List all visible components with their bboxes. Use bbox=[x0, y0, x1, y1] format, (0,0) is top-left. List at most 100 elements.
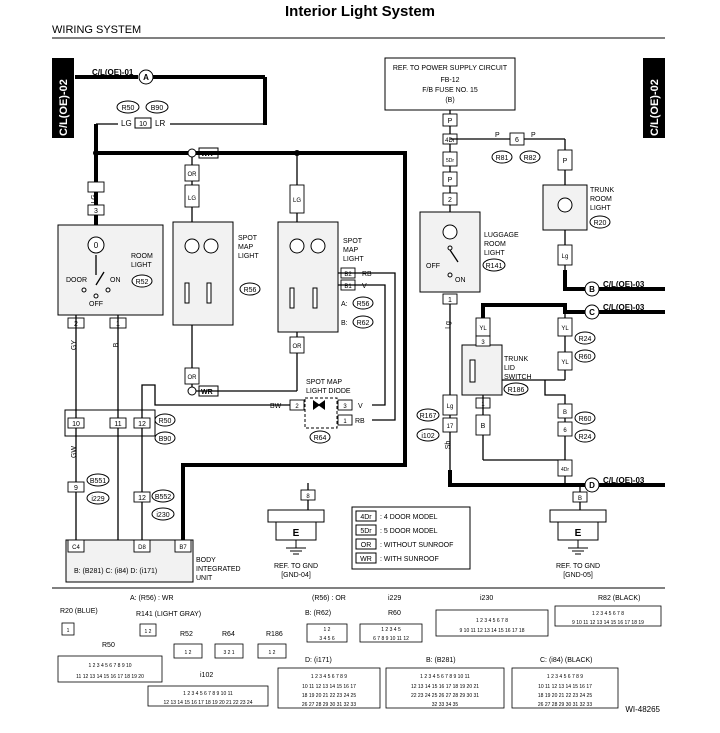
svg-text:9: 9 bbox=[74, 485, 78, 492]
svg-text:P: P bbox=[495, 132, 500, 139]
svg-text:Lg: Lg bbox=[445, 321, 452, 329]
svg-text:[GND-04]: [GND-04] bbox=[281, 572, 311, 579]
svg-text:Lg: Lg bbox=[447, 404, 454, 410]
svg-text:1 2: 1 2 bbox=[269, 650, 276, 656]
svg-text:YL: YL bbox=[561, 326, 569, 332]
svg-text:C/L(OE)-03: C/L(OE)-03 bbox=[603, 303, 645, 312]
svg-text:10 11 12 13 14 15 16 17: 10 11 12 13 14 15 16 17 bbox=[302, 684, 356, 690]
svg-text:i102: i102 bbox=[200, 672, 213, 679]
svg-text:R50: R50 bbox=[159, 418, 172, 425]
svg-text:R50: R50 bbox=[122, 105, 135, 112]
svg-text:LIGHT: LIGHT bbox=[590, 205, 611, 212]
svg-text:B1: B1 bbox=[344, 284, 352, 290]
svg-text:32 33 34 35: 32 33 34 35 bbox=[432, 702, 459, 708]
svg-text:R82: R82 bbox=[524, 155, 537, 162]
svg-text:4Dr: 4Dr bbox=[445, 138, 455, 144]
svg-text:3: 3 bbox=[94, 208, 98, 215]
svg-text:9 10 11 12 13 14 15 16 17 18 1: 9 10 11 12 13 14 15 16 17 18 19 bbox=[572, 620, 644, 626]
page-title: Interior Light System bbox=[285, 3, 435, 20]
svg-text:1 2: 1 2 bbox=[185, 650, 192, 656]
svg-text:WR: WR bbox=[201, 389, 213, 396]
svg-text:1: 1 bbox=[67, 628, 70, 634]
svg-text:12: 12 bbox=[138, 421, 146, 428]
ground-gnd-04: E REF. TO GND [GND-04] bbox=[267, 509, 325, 579]
svg-text:3 2 1: 3 2 1 bbox=[223, 650, 234, 656]
svg-text:B7: B7 bbox=[179, 545, 187, 551]
svg-text:B: (R62): B: (R62) bbox=[305, 610, 331, 617]
svg-text:OR: OR bbox=[188, 375, 198, 381]
svg-text:C4: C4 bbox=[72, 545, 80, 551]
svg-text:SPOT MAP: SPOT MAP bbox=[306, 379, 342, 386]
svg-text:B: (B281) C: (i84) D: (i171): B: (B281) C: (i84) D: (i171) bbox=[74, 568, 157, 575]
spot-map-light-1: SPOT MAP LIGHT R56 bbox=[172, 221, 261, 326]
svg-text:P: P bbox=[448, 118, 453, 125]
svg-text:RB: RB bbox=[362, 271, 372, 278]
svg-text:6 7 8 9 10 11 12: 6 7 8 9 10 11 12 bbox=[373, 636, 409, 642]
svg-text:ROOM: ROOM bbox=[484, 241, 506, 248]
svg-text:B: B bbox=[481, 423, 486, 430]
left-tab: C/L(OE)-02 bbox=[52, 58, 74, 138]
svg-text:12: 12 bbox=[138, 495, 146, 502]
svg-text:ROOM: ROOM bbox=[131, 253, 153, 260]
svg-text:R24: R24 bbox=[579, 434, 592, 441]
svg-text:R186: R186 bbox=[508, 387, 525, 394]
svg-text:18 19 20 21 22 23 24 25: 18 19 20 21 22 23 24 25 bbox=[538, 693, 592, 699]
svg-text:A: A bbox=[143, 73, 149, 82]
svg-text:10: 10 bbox=[139, 121, 147, 128]
svg-text:LIGHT: LIGHT bbox=[484, 250, 505, 257]
svg-text:GW: GW bbox=[71, 446, 78, 458]
svg-text:C/L(OE)-03: C/L(OE)-03 bbox=[603, 280, 645, 289]
svg-text:C: (i84) (BLACK): C: (i84) (BLACK) bbox=[540, 657, 593, 664]
svg-text:6: 6 bbox=[515, 137, 519, 144]
svg-text:WR: WR bbox=[360, 556, 372, 563]
svg-text:B90: B90 bbox=[159, 436, 172, 443]
svg-text:12 13 14 15 16 17 18 19 20 21: 12 13 14 15 16 17 18 19 20 21 22 23 24 bbox=[164, 700, 253, 706]
svg-text:A:: A: bbox=[341, 301, 348, 308]
svg-text:SPOT: SPOT bbox=[343, 238, 363, 245]
svg-text:TRUNK: TRUNK bbox=[504, 356, 528, 363]
connector-cl-oe-03-c: C C/L(OE)-03 bbox=[584, 303, 665, 320]
svg-text:MAP: MAP bbox=[238, 244, 254, 251]
svg-text:B: (B281): B: (B281) bbox=[426, 657, 456, 664]
svg-text:SWITCH: SWITCH bbox=[504, 374, 532, 381]
svg-text:R60: R60 bbox=[579, 416, 592, 423]
svg-text:R186: R186 bbox=[266, 631, 283, 638]
svg-text:D: D bbox=[589, 481, 595, 490]
svg-text:: WITHOUT SUNROOF: : WITHOUT SUNROOF bbox=[380, 542, 453, 549]
svg-text:B2: B2 bbox=[344, 272, 352, 278]
svg-text:B: B bbox=[578, 496, 582, 502]
svg-text:i229: i229 bbox=[388, 595, 401, 602]
svg-text:1 2 3 4 5: 1 2 3 4 5 bbox=[381, 627, 401, 633]
svg-text:R50: R50 bbox=[102, 642, 115, 649]
svg-text:R52: R52 bbox=[136, 279, 149, 286]
svg-text:i102: i102 bbox=[421, 433, 434, 440]
svg-text:LIGHT: LIGHT bbox=[131, 262, 152, 269]
svg-text:1 2 3 4 5 6 7 8 9 10 11: 1 2 3 4 5 6 7 8 9 10 11 bbox=[183, 691, 233, 697]
r50-b90-connector: R50 B90 LG 10 LR bbox=[116, 100, 169, 129]
svg-text:REF. TO GND: REF. TO GND bbox=[274, 563, 318, 570]
svg-text:P: P bbox=[563, 158, 568, 165]
svg-text:D: (i171): D: (i171) bbox=[305, 657, 332, 664]
svg-text:R141: R141 bbox=[486, 263, 503, 270]
svg-text:DOOR: DOOR bbox=[66, 277, 87, 284]
svg-text:2: 2 bbox=[295, 404, 299, 410]
svg-text:P: P bbox=[531, 132, 536, 139]
connector-cl-oe-03-d: D C/L(OE)-03 bbox=[584, 476, 665, 493]
svg-text:R20 (BLUE): R20 (BLUE) bbox=[60, 608, 98, 615]
svg-text:12 13 14 15 16 17 18 19 20 21: 12 13 14 15 16 17 18 19 20 21 bbox=[411, 684, 479, 690]
svg-text:LG: LG bbox=[188, 196, 196, 202]
svg-text:REF. TO POWER SUPPLY CIRCUIT: REF. TO POWER SUPPLY CIRCUIT bbox=[393, 65, 508, 72]
svg-text:UNIT: UNIT bbox=[196, 575, 213, 582]
svg-text:4Dr: 4Dr bbox=[360, 514, 372, 521]
svg-text:REF. TO GND: REF. TO GND bbox=[556, 563, 600, 570]
spot-map-light-2: SPOT MAP LIGHT A: R56 B: R62 bbox=[277, 221, 374, 333]
svg-text:26 27 28 29 30 31 32 33: 26 27 28 29 30 31 32 33 bbox=[302, 702, 356, 708]
svg-text:WR: WR bbox=[201, 151, 213, 158]
svg-text:R141 (LIGHT GRAY): R141 (LIGHT GRAY) bbox=[136, 611, 201, 618]
svg-text:R64: R64 bbox=[314, 435, 327, 442]
svg-text:YL: YL bbox=[479, 326, 487, 332]
svg-text:LG: LG bbox=[91, 194, 98, 203]
svg-text:3 4 5 6: 3 4 5 6 bbox=[319, 636, 335, 642]
svg-text:R56: R56 bbox=[357, 301, 370, 308]
